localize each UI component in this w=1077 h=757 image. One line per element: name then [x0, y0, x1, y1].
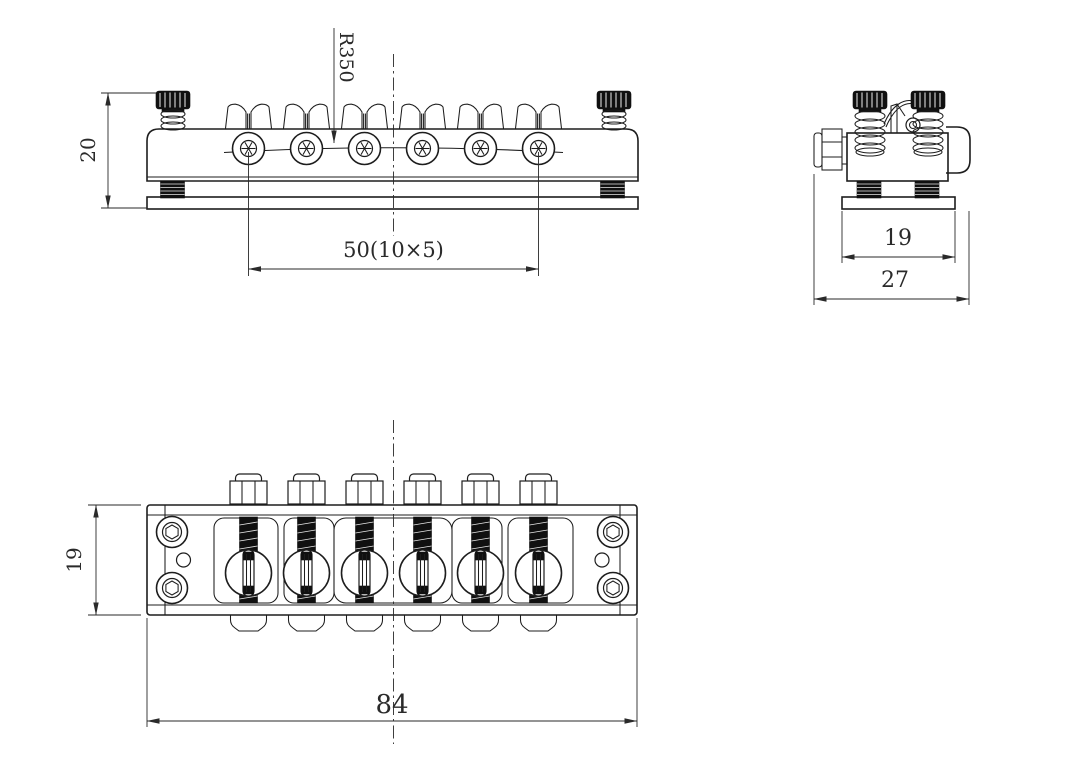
intonation-screw	[405, 131, 440, 166]
intonation-screw	[289, 131, 324, 166]
cap-nut	[461, 473, 500, 505]
dimension-side-base-width: 19	[841, 211, 956, 263]
intonation-screw	[347, 131, 382, 166]
pilot-hole	[594, 552, 610, 568]
string-tab	[403, 614, 442, 632]
dimension-top-length: 84	[146, 618, 638, 727]
string-tab	[519, 614, 558, 632]
radius-arc	[223, 147, 564, 154]
cap-nut	[287, 473, 326, 505]
height-stud	[856, 180, 882, 199]
string-tab	[461, 614, 500, 632]
height-thumbscrew	[155, 90, 191, 113]
cap-nut	[519, 473, 558, 505]
saddle-spacing-label: 50(10×5)	[343, 238, 444, 262]
top-depth-label: 19	[62, 547, 86, 572]
bridge-body-front	[146, 128, 639, 182]
mounting-hole	[155, 571, 189, 605]
saddle	[398, 103, 447, 130]
height-thumbscrew	[910, 90, 946, 113]
side-view: 19 27	[813, 90, 971, 305]
spring	[601, 109, 627, 131]
mounting-hole	[596, 515, 630, 549]
saddle	[456, 103, 505, 130]
top-length-label: 84	[375, 690, 408, 720]
saddle-end-cap	[946, 126, 971, 174]
bridge-body-side	[846, 132, 949, 182]
dimension-top-depth: 19	[62, 504, 141, 616]
cap-nut	[403, 473, 442, 505]
dimension-radius: R350	[331, 28, 357, 144]
height-thumbscrew	[596, 90, 632, 113]
intonation-screw-side	[813, 128, 848, 171]
height-stud	[160, 180, 185, 199]
spring	[160, 109, 186, 131]
saddle	[224, 103, 273, 130]
dimension-saddle-spacing: 50(10×5)	[248, 152, 539, 276]
height-stud	[600, 180, 625, 199]
base-plate-top	[146, 504, 638, 616]
front-height-label: 20	[76, 137, 100, 162]
side-overall-depth-label: 27	[881, 268, 909, 293]
height-stud	[914, 180, 940, 199]
side-base-width-label: 19	[884, 226, 912, 251]
saddle	[282, 103, 331, 130]
height-thumbscrew	[852, 90, 888, 113]
saddle	[514, 103, 563, 130]
front-view: R350 20 50(10×5)	[76, 28, 639, 276]
dimension-front-height: 20	[76, 92, 156, 209]
base-plate-front	[146, 196, 639, 210]
mounting-hole	[155, 515, 189, 549]
mounting-hole	[596, 571, 630, 605]
intonation-screw	[463, 131, 498, 166]
top-view: 19 84	[62, 420, 638, 744]
string-tab	[345, 614, 384, 632]
pilot-hole	[175, 552, 192, 568]
base-plate-side	[841, 196, 956, 210]
radius-label: R350	[335, 32, 357, 83]
string-tab	[287, 614, 326, 632]
cap-nut	[229, 473, 268, 505]
string-tab	[229, 614, 268, 632]
saddle	[340, 103, 389, 130]
dimension-side-overall-depth: 27	[813, 174, 970, 305]
cap-nut	[345, 473, 384, 505]
